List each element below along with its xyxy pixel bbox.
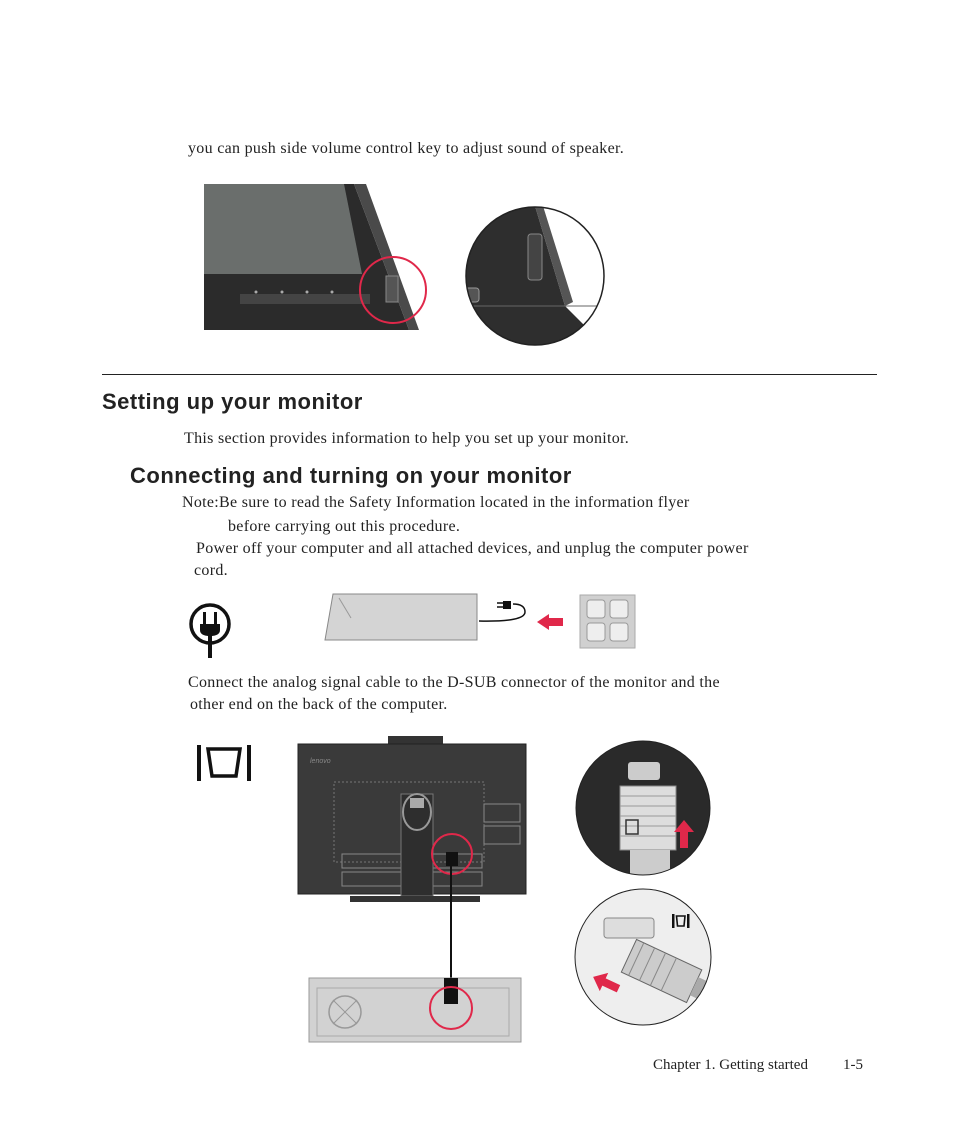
computer-back-illustration (308, 977, 522, 1043)
section-divider (102, 374, 877, 375)
note-line-1: Note:Be sure to read the Safety Informat… (182, 494, 690, 511)
volume-key-zoom-illustration (465, 206, 605, 346)
section-intro: This section provides information to hel… (184, 430, 630, 447)
vga-connector-zoom-illustration (575, 740, 711, 876)
vga-plug-zoom-illustration (574, 888, 712, 1026)
step2-line-2: other end on the back of the computer. (190, 696, 448, 713)
subsection-heading: Connecting and turning on your monitor (130, 463, 572, 488)
step1-line-1: Power off your computer and all attached… (196, 540, 749, 557)
signal-cable-line (450, 866, 452, 978)
power-unplug-illustration (324, 593, 636, 649)
note-line-2: before carrying out this procedure. (228, 518, 461, 535)
section-heading: Setting up your monitor (102, 389, 363, 414)
monitor-back-illustration: lenovo (297, 736, 527, 902)
monitor-brand-logo: lenovo (310, 758, 331, 765)
step2-line-1: Connect the analog signal cable to the D… (188, 674, 720, 691)
power-plug-icon (189, 603, 231, 658)
vga-port-small-icon (672, 914, 690, 928)
step1-line-2: cord. (194, 562, 228, 579)
footer-page-number: 1-5 (843, 1057, 863, 1073)
footer-chapter: Chapter 1. Getting started (653, 1057, 808, 1073)
vga-dsub-icon (197, 745, 251, 781)
intro-text: you can push side volume control key to … (188, 140, 625, 157)
monitor-side-volume-illustration (204, 184, 427, 330)
